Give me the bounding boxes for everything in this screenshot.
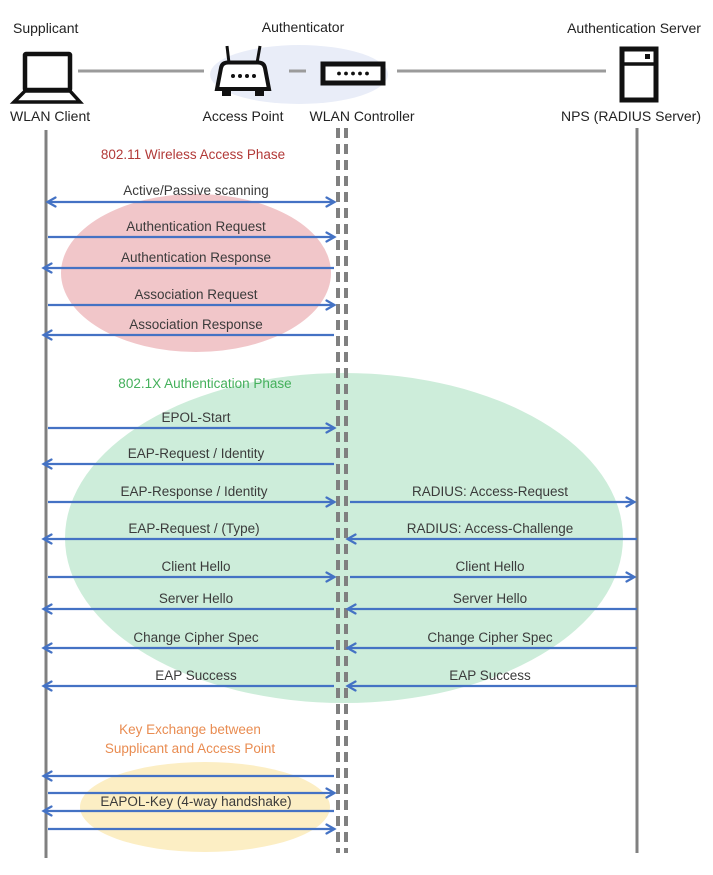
laptop-icon [9,51,84,104]
message-label: EAP-Request / Identity [127,446,265,461]
message-label: Change Cipher Spec [133,630,259,645]
key-exchange-phase-title-line1: Key Exchange between [119,722,261,737]
message-label: Client Hello [455,559,525,574]
wlan-controller-lifeline [336,128,348,853]
supplicant-role-label: Supplicant [13,20,79,36]
wireless-access-phase-title: 802.11 Wireless Access Phase [100,147,286,162]
message-arrows-right-segment [348,502,637,686]
message-label: EAP-Request / (Type) [128,521,260,536]
authentication-phase-title: 802.1X Authentication Phase [118,376,292,391]
message-label: EPOL-Start [161,410,231,425]
wireless-access-phase-ellipse [61,194,331,352]
access-point-label: Access Point [202,108,284,124]
message-label: Client Hello [161,559,231,574]
message-label: Association Response [129,317,263,332]
message-label: Authentication Request [126,219,266,234]
message-arrows-left-segment [44,202,334,829]
nps-radius-server-label: NPS (RADIUS Server) [560,108,702,124]
authenticator-role-label: Authenticator [261,19,345,35]
key-exchange-phase-title-line2: Supplicant and Access Point [104,741,276,756]
message-label: EAPOL-Key (4-way handshake) [100,794,292,809]
message-label: EAP-Response / Identity [120,484,268,499]
message-label: RADIUS: Access-Request [411,484,569,499]
message-label: RADIUS: Access-Challenge [406,521,574,536]
message-label: EAP Success [449,668,531,683]
message-label: Server Hello [158,591,234,606]
controller-box-icon [320,61,386,86]
message-label: Change Cipher Spec [427,630,553,645]
message-label: Association Request [134,287,258,302]
message-label: EAP Success [155,668,237,683]
message-label: Server Hello [452,591,528,606]
wlan-controller-label: WLAN Controller [309,108,415,124]
message-label: Active/Passive scanning [123,183,269,198]
wireless-router-icon [214,45,272,96]
auth-server-role-label: Authentication Server [567,20,701,36]
server-icon [619,46,659,103]
wlan-client-label: WLAN Client [10,108,91,124]
message-label: Authentication Response [120,250,272,265]
